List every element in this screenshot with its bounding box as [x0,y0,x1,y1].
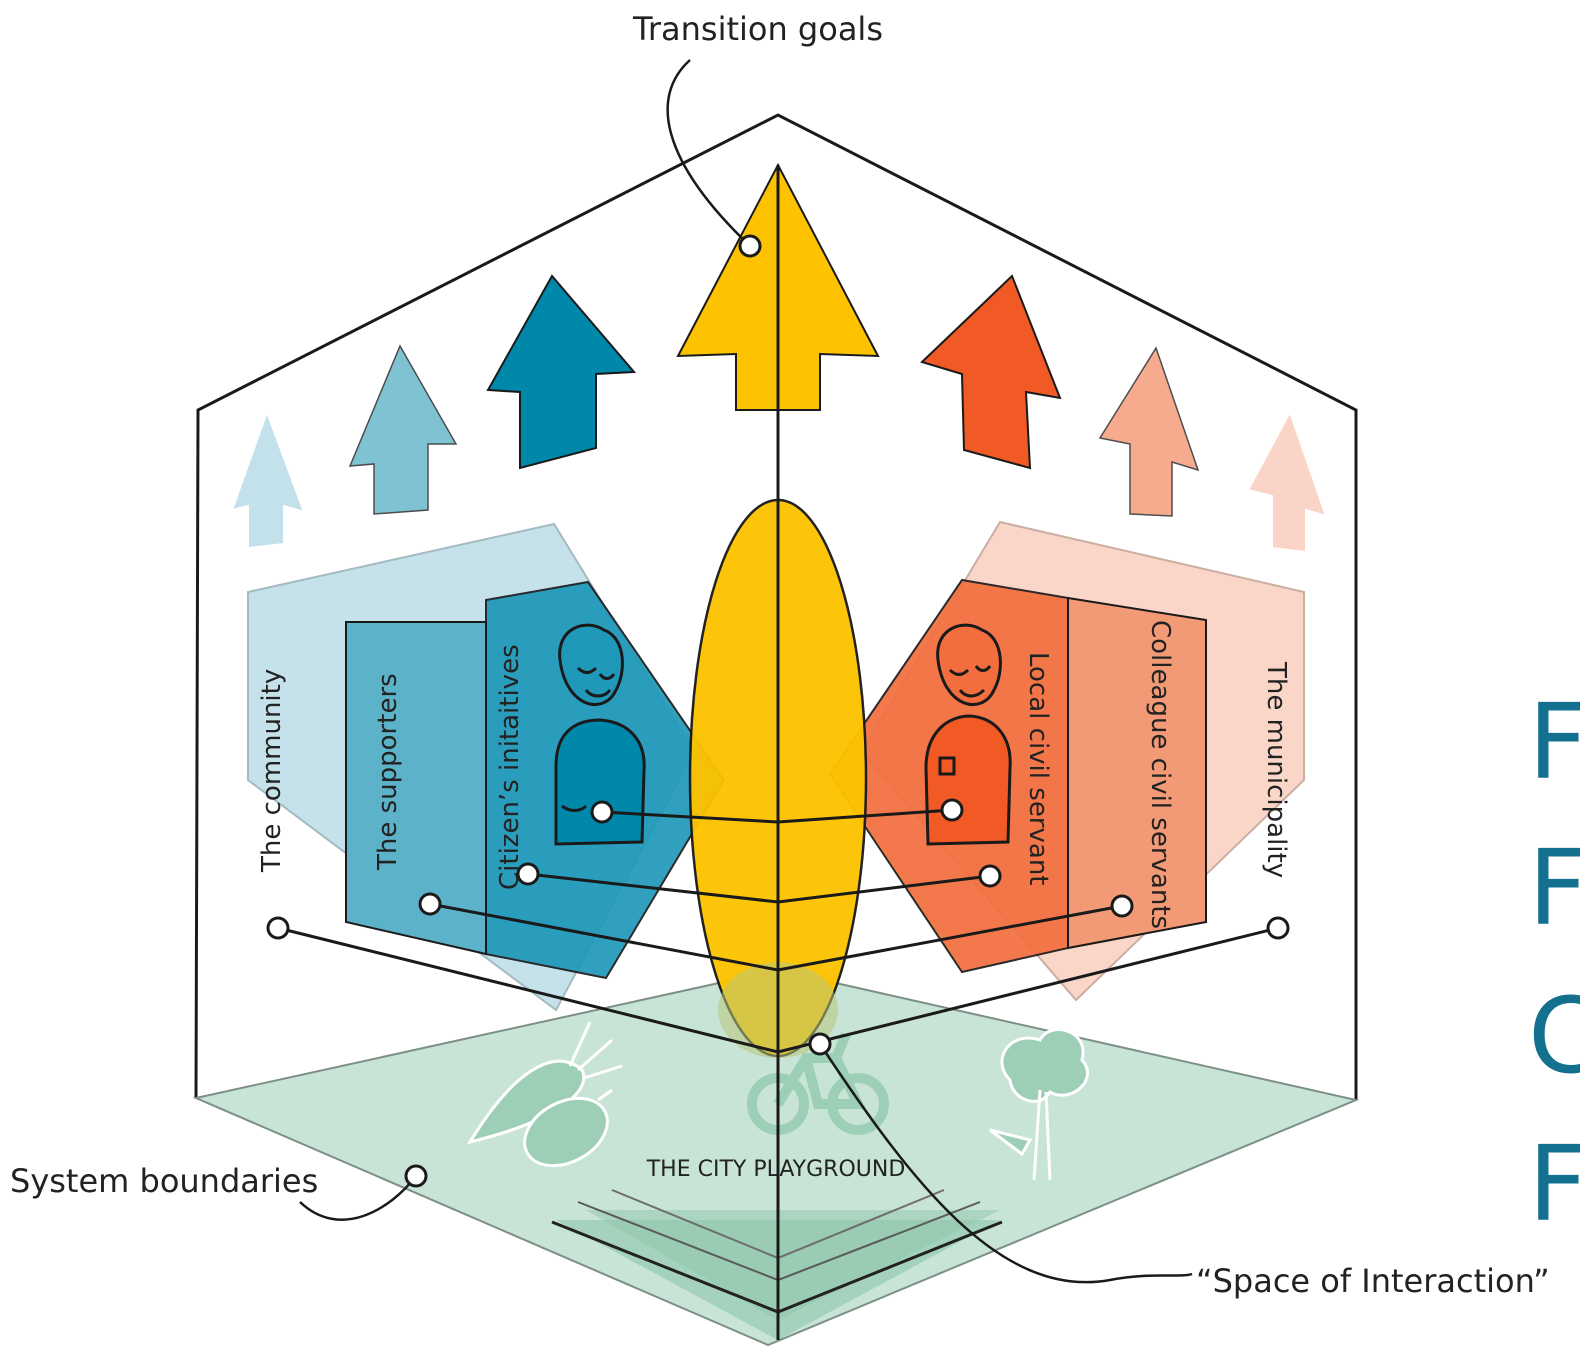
label-citizens-initiatives: Citizen’s initaitives [495,644,525,890]
node-supporters [418,892,442,916]
node-transition-goals [738,234,762,258]
node-citizens-initiatives [516,862,540,886]
tree-icon [989,1028,1089,1181]
node-local-civil-servant [978,864,1002,888]
label-system-boundaries: System boundaries [10,1162,318,1200]
node-system-boundaries [404,1164,428,1188]
node-municipality [1266,916,1290,940]
cropped-letter-2: F [1528,827,1580,949]
label-community: The community [257,669,287,873]
arrow-orange-light [1246,409,1328,554]
arrow-blue-mid [348,344,458,515]
cropped-letter-1: F [1528,681,1580,803]
arrow-blue-dark [486,274,637,470]
label-municipality: The municipality [1261,661,1291,878]
cropped-letter-3: C [1528,975,1580,1097]
node-citizen [590,800,614,824]
label-supporters: The supporters [373,673,403,871]
box-outline [194,113,1358,1100]
node-space-of-interaction [808,1032,832,1056]
cropped-letter-4: F [1528,1123,1580,1245]
arrow-orange-mid [1098,346,1200,517]
arrow-orange-dark [920,274,1062,470]
label-city-playground: THE CITY PLAYGROUND [646,1157,906,1182]
node-civil-servant [940,798,964,822]
node-colleagues [1110,894,1134,918]
connection-lines [277,808,1279,1054]
label-local-civil-servant: Local civil servant [1023,652,1053,886]
node-community [266,916,290,940]
eggplant-icon [523,1088,613,1168]
label-space-of-interaction: “Space of Interaction” [1196,1262,1550,1300]
label-transition-goals: Transition goals [632,10,883,48]
arrow-blue-light [230,409,306,550]
callout-curves [299,59,1193,1284]
connection-nodes [266,234,1290,1188]
panel-colleague-civil-servants [1067,596,1207,950]
label-colleague-civil-servants: Colleague civil servants [1145,620,1175,929]
panel-supporters [345,621,487,956]
